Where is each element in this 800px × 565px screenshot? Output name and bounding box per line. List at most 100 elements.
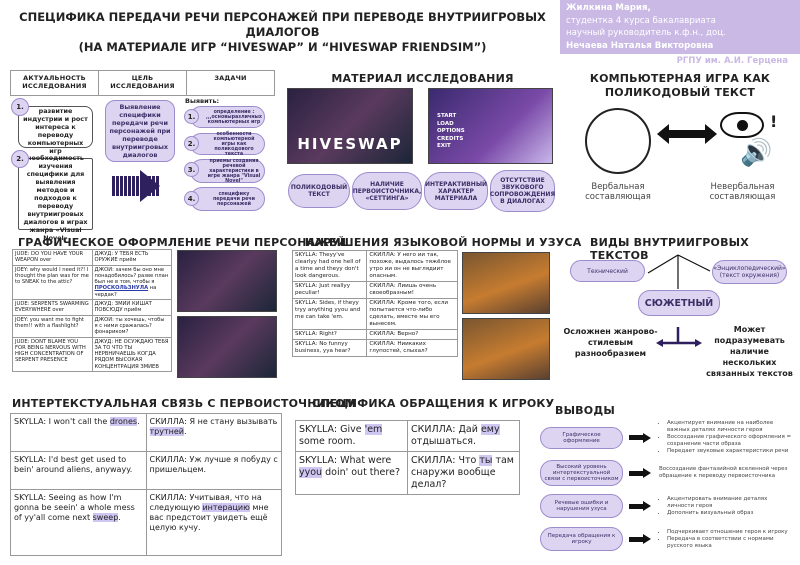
skylla-screenshot <box>462 252 550 314</box>
hiveswap-logo: HIVESWAP <box>297 135 403 153</box>
highlight: ему <box>480 424 500 435</box>
table-row: SKYLLA: Theyy've clearlyy had one hell o… <box>291 250 458 282</box>
arrow-icon <box>629 470 643 476</box>
types-arrows <box>647 254 711 347</box>
conclusion-point: Акцентирует внимание на наиболее важных … <box>667 420 794 434</box>
task-number: 4. <box>184 191 199 206</box>
menu-load: LOAD <box>437 120 454 127</box>
cell-ru: СКИЛЛА: Уж лучше я побуду с пришельцем. <box>145 450 282 490</box>
author-desc: студентка 4 курса бакалавриата <box>566 15 716 26</box>
table-row: SKYLLA: Just reallyy peculiar!СКИЛЛА: Ли… <box>291 281 458 299</box>
cell-en: SKYLLA: Seeing as how I'm gonna be seein… <box>10 488 147 557</box>
table-row: SKYLLA: Give 'em some room.СКИЛЛА: Дай е… <box>295 420 520 452</box>
conclusion-item: Графическое оформление Акцентирует внима… <box>540 420 798 455</box>
arrow-head-icon <box>643 501 651 511</box>
address-title: СПЕЦИФИКА ОБРАЩЕНИЯ К ИГРОКУ <box>312 397 555 410</box>
highlight: yyou <box>299 467 323 478</box>
game-screenshot <box>177 250 277 312</box>
cell-en: SKYLLA: Right? <box>291 329 368 340</box>
text: doin' out there? <box>322 467 400 478</box>
arrow-icon <box>629 536 643 542</box>
text: SKYLLA: Give <box>299 424 365 435</box>
goal-box: Выявление специфики передачи речи персон… <box>105 100 175 162</box>
text: СКИЛЛА: Что <box>411 455 480 466</box>
text: . <box>137 417 140 426</box>
menu-credits: CREDITS <box>437 135 464 142</box>
game-screenshot <box>177 316 277 378</box>
task-number: 1. <box>184 109 199 124</box>
conclusion-point: Акцентировать внимание деталях личности … <box>667 496 794 510</box>
goal-header: ЦЕЛЬ ИССЛЕДОВАНИЯ <box>99 71 187 95</box>
address-table: SKYLLA: Give 'em some room.СКИЛЛА: Дай е… <box>295 420 520 495</box>
cell-ru: СКИЛЛА: Учитывая, что на следующую интер… <box>145 488 282 557</box>
text: SKYLLA: What were <box>299 455 392 466</box>
highlight: ты <box>479 455 493 466</box>
intertext-title: ИНТЕРТЕКСТУАЛЬНАЯ СВЯЗЬ С ПЕРВОИСТОЧНИКО… <box>12 397 356 410</box>
highlight: интерацию <box>202 502 250 512</box>
cell-ru: СКИЛЛА: Что ты там снаружи вообще делал? <box>407 451 520 495</box>
task-item: специфику передачи речи персонажей <box>190 187 265 211</box>
arrow-icon <box>629 503 643 509</box>
conclusion-point: Воссоздание фантазийной вселенной через … <box>659 466 788 479</box>
arrow-right-icon <box>705 124 717 144</box>
intertext-table: SKYLLA: I won't call the drones.СКИЛЛА: … <box>10 413 282 557</box>
cell-ru: СКИЛЛА: Кроме того, если попытается что-… <box>366 298 458 330</box>
conclusion-label: Речевые ошибки и нарушения узуса <box>540 494 623 518</box>
exclamation-icon: ! <box>770 112 778 131</box>
menu-options: OPTIONS <box>437 128 465 134</box>
table-row: SKYLLA: No funnyy business, yya hear?СКИ… <box>291 339 458 357</box>
table-row: SKYLLA: What were yyou doin' out there?С… <box>295 451 520 495</box>
hiveswap-image: HIVESWAP <box>287 88 413 164</box>
cell-ru: СКИЛЛА: Я не стану вызывать трутней. <box>145 413 282 452</box>
cell-en: JUDE: DONT BLAME YOU FOR BEING NERVOUS W… <box>12 336 93 373</box>
table-row: SKYLLA: Sides, if theyy tryy anything yy… <box>291 298 458 330</box>
type-technical: Технический <box>570 260 645 282</box>
text: СКИЛЛА: Учитывая, что на следующую <box>149 492 262 512</box>
cell-en: JOEY: you want me to fight them!! with a… <box>12 314 93 338</box>
cell-ru-text: на чердак? <box>94 285 157 298</box>
cell-en: JUDE: DO YOU HAVE YOUR WEAPON over <box>12 249 93 266</box>
cell-en: JOEY: why would I need it?! I thought th… <box>12 264 93 301</box>
nonverbal-label: Невербальная составляющая <box>709 182 776 202</box>
text: мне вас предстоит увидеть ещё целую кучу… <box>149 502 269 532</box>
relevance-number: 2. <box>11 150 29 168</box>
table-row: SKYLLA: I'd best get used to bein' aroun… <box>10 450 282 490</box>
text: SKYLLA: I won't call the <box>14 417 110 426</box>
highlight: 'em <box>364 424 383 435</box>
cell-ru: ДЖУД: ЗМИИ КИШАТ ПОВСЮДУ приём <box>91 299 172 316</box>
menu-exit: EXIT <box>437 143 451 149</box>
cell-ru: ДЖОИ: зачем бы оно мне понадобилось? раз… <box>91 264 172 301</box>
cell-ru: СКИЛЛА: Лиишь очень своеобразным! <box>366 281 458 299</box>
conclusion-label: Графическое оформление <box>540 426 623 449</box>
text: там снаружи вообще делал? <box>411 455 514 490</box>
conclusion-item: Речевые ошибки и нарушения узуса Акценти… <box>540 491 798 521</box>
violations-table: SKYLLA: Theyy've clearlyy had one hell o… <box>291 250 458 357</box>
title-line: СПЕЦИФИКА ПЕРЕДАЧИ РЕЧИ ПЕРСОНАЖЕЙ ПРИ П… <box>19 10 546 39</box>
relevance-number: 1. <box>11 98 29 116</box>
conclusion-label: Передача обращения к игроку <box>540 527 623 551</box>
cell-en: SKYLLA: Just reallyy peculiar! <box>291 281 368 299</box>
cell-en: SKYLLA: What were yyou doin' out there? <box>295 451 408 495</box>
conclusions-list: Графическое оформление Акцентирует внима… <box>540 420 798 557</box>
types-title: ВИДЫ ВНУТРИИГРОВЫХ ТЕКСТОВ <box>590 236 749 262</box>
relevance-item: развитие индустрии и рост интереса к пер… <box>18 106 93 155</box>
poster-title: СПЕЦИФИКА ПЕРЕДАЧИ РЕЧИ ПЕРСОНАЖЕЙ ПРИ П… <box>10 10 555 55</box>
cell-ru: ДЖУД: У ТЕБЯ ЕСТЬ ОРУЖИЕ приём <box>91 249 172 266</box>
highlight: трутней <box>149 427 184 436</box>
material-feature: НАЛИЧИЕ ПЕРВОИСТОЧНИКА, «СЕТТИНГА» <box>352 172 422 210</box>
graphic-title: ГРАФИЧЕСКОЕ ОФОРМЛЕНИЕ РЕЧИ ПЕРСОНАЖЕЙ <box>18 236 347 249</box>
table-row: SKYLLA: I won't call the drones.СКИЛЛА: … <box>10 413 282 452</box>
eye-icon <box>720 112 764 138</box>
cell-ru: СКИЛЛА: Ниикаких глупостей, слыхал? <box>366 339 458 357</box>
author-box: Жилкина Мария, студентка 4 курса бакалав… <box>560 0 800 54</box>
advisor-name: Нечаева Наталья Викторовна <box>566 40 714 51</box>
advisor-desc: научный руководитель к.ф.н., доц. <box>566 28 726 38</box>
cell-ru: СКИЛЛА: У него ии так, похоже, выдалось … <box>366 250 458 282</box>
cell-ru: ДЖУД: НЕ ОСУЖДАЮ ТЕБЯ ЗА ТО ЧТО ТЫ НЕРВН… <box>91 336 172 373</box>
arrow-head-icon <box>643 534 651 544</box>
tasks-label: Выявить: <box>185 97 220 105</box>
speaker-icon: 🔊 <box>740 138 773 168</box>
type-encyclopedic: «Энциклопедический» (текст окружения) <box>712 260 787 284</box>
